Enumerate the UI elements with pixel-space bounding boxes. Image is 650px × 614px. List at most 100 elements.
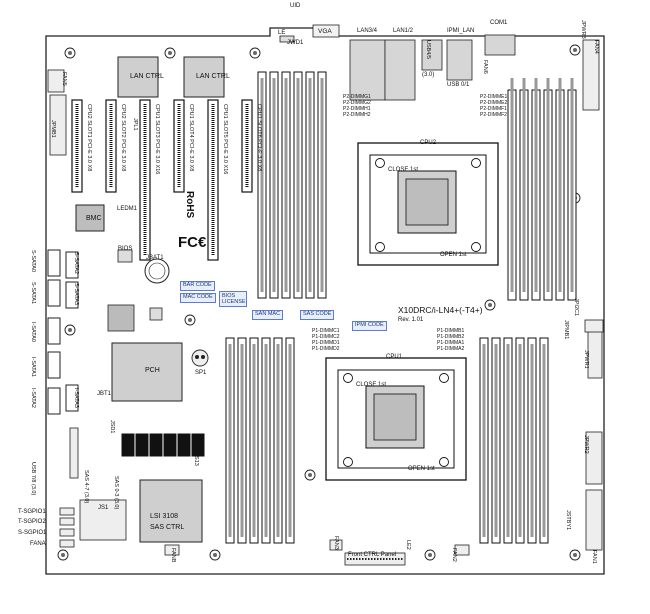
com1-connector	[484, 34, 516, 56]
header-jpmb	[49, 94, 67, 156]
cpu1-screw	[343, 457, 353, 467]
cpu2-die-inner	[405, 178, 449, 226]
bmc-chip	[75, 204, 105, 232]
cpu1-close-label: CLOSE 1st	[356, 382, 387, 388]
usb78-label: USB 7/8 (3.0)	[30, 462, 36, 496]
jbat1-battery	[144, 258, 170, 284]
usb45-ver-label: (3.0)	[422, 72, 435, 78]
dimm-labels-top-left: P2-DIMMG1 P2-DIMMG2 P2-DIMMH1 P2-DIMMH2	[343, 94, 371, 118]
com1-label: COM1	[490, 20, 508, 26]
mac-code-tag: MAC CODE	[180, 293, 216, 303]
sas-port	[121, 433, 135, 457]
jwd-label: JWD1	[287, 40, 304, 46]
mounting-hole-center	[488, 303, 492, 307]
fan2-label: FAN2	[451, 548, 457, 562]
board-model: X10DRC/i-LN4+(-T4+)	[398, 305, 483, 315]
jpwr1-label: JPWR1	[583, 350, 589, 369]
fanb-header	[164, 544, 180, 556]
sata-port	[65, 384, 79, 412]
dimm-label: P1-DIMMC1	[312, 328, 340, 334]
js1-heatsink	[79, 499, 127, 541]
cpu1-screw	[439, 373, 449, 383]
bios-chip	[117, 249, 133, 263]
cpu1-die-inner	[373, 393, 417, 441]
ipmi-lan-jack	[446, 39, 473, 81]
mounting-hole-center	[573, 553, 577, 557]
cpu2-screw	[375, 158, 385, 168]
fan6-label: FAN6	[482, 60, 488, 74]
ssgpio1-label: S-SGPIO1	[18, 530, 47, 536]
mounting-hole-center	[213, 553, 217, 557]
fana-label: FANA	[30, 541, 46, 547]
cpu2-open-label: OPEN 1st	[440, 252, 467, 258]
sas-port	[163, 433, 177, 457]
mounting-hole-center	[573, 48, 577, 52]
dimm-label: P2-DIMMH2	[343, 112, 371, 118]
js1-label: JS1	[98, 505, 109, 511]
mounting-hole-center	[188, 318, 192, 322]
dimm-label: P1-DIMMB2	[437, 334, 465, 340]
dimm-labels-top-right: P2-DIMME1 P2-DIMME2 P2-DIMMF1 P2-DIMMF2	[480, 94, 507, 118]
ipmi-code-tag: IPMI CODE	[352, 321, 387, 331]
pcie-slot-4-label: CPU1 SLOT4 PCI-E 3.0 X8	[188, 104, 194, 172]
ds13-label: DS13	[193, 452, 199, 466]
cpu2-label: CPU2	[420, 140, 437, 146]
sata-port	[65, 251, 79, 279]
mounting-hole-center	[308, 473, 312, 477]
rohs-mark: RoHS	[184, 191, 195, 219]
mounting-hole-center	[253, 51, 257, 55]
vga-connector	[312, 24, 340, 38]
dimm-label: P2-DIMME1	[480, 94, 508, 100]
fan2-header	[454, 544, 470, 556]
lan-ctrl-chip-2	[183, 56, 225, 98]
sata-port	[47, 249, 61, 277]
sp1-label: SP1	[195, 370, 207, 376]
sata-port	[65, 281, 79, 309]
led-label: LE	[278, 30, 286, 36]
sgpio-header	[59, 507, 75, 516]
dimm-label: P1-DIMMD1	[312, 340, 340, 346]
san-mac-tag: SAN MAC	[252, 310, 284, 320]
dimm-label: P2-DIMMG1	[343, 94, 371, 100]
lan34-jack	[349, 39, 386, 101]
ssata2-label: S-SATA2	[73, 252, 79, 275]
sp1-speaker	[191, 349, 209, 367]
sas-port	[191, 433, 205, 457]
sp1-dot	[201, 355, 205, 359]
lan34-label: LAN3/4	[357, 28, 378, 34]
board-components	[47, 24, 604, 566]
cpu2-screw	[375, 242, 385, 252]
usb45-label: USB4/5	[425, 40, 431, 59]
bios-label: BIOS	[118, 246, 133, 252]
uid-button	[279, 35, 295, 43]
sas-port	[135, 433, 149, 457]
bar-code-tag: BAR CODE	[180, 281, 215, 291]
jpmb1-label: JPMB1	[50, 120, 56, 138]
dimm-label: P2-DIMMH1	[343, 106, 371, 112]
lan-ctrl-chip-1	[117, 56, 159, 98]
lan12-jack	[384, 39, 416, 101]
jbat1-label: JBAT1	[146, 255, 164, 261]
mounting-hole-center	[428, 553, 432, 557]
sas-port	[177, 433, 191, 457]
bmc-label: BMC	[86, 215, 102, 222]
lan12-label: LAN1/2	[393, 28, 414, 34]
jpwr3-connector	[582, 39, 600, 111]
jbt1-label: JBT1	[97, 391, 112, 397]
pcie-slot-5-label: CPU1 SLOT5 PCI-E 3.0 X16	[222, 104, 228, 175]
jsd1-label: JSD1	[109, 420, 115, 434]
fan1-label: FAN1	[591, 550, 597, 564]
jpi2c-header	[584, 319, 604, 333]
cpu1-label: CPU1	[386, 354, 403, 360]
chip-small	[107, 304, 135, 332]
mounting-hole-center	[68, 328, 72, 332]
sata-port	[47, 351, 61, 379]
fcc-mark: FC€	[178, 234, 207, 251]
ssata0-label: S-SATA0	[30, 250, 36, 273]
dimm-labels-mid-left: P1-DIMMC1 P1-DIMMC2 P1-DIMMD1 P1-DIMMD2	[312, 328, 340, 352]
ssata1-label: S-SATA1	[30, 282, 36, 305]
dimm-label: P2-DIMMF2	[480, 112, 507, 118]
dimm-label: P2-DIMMG2	[343, 100, 371, 106]
